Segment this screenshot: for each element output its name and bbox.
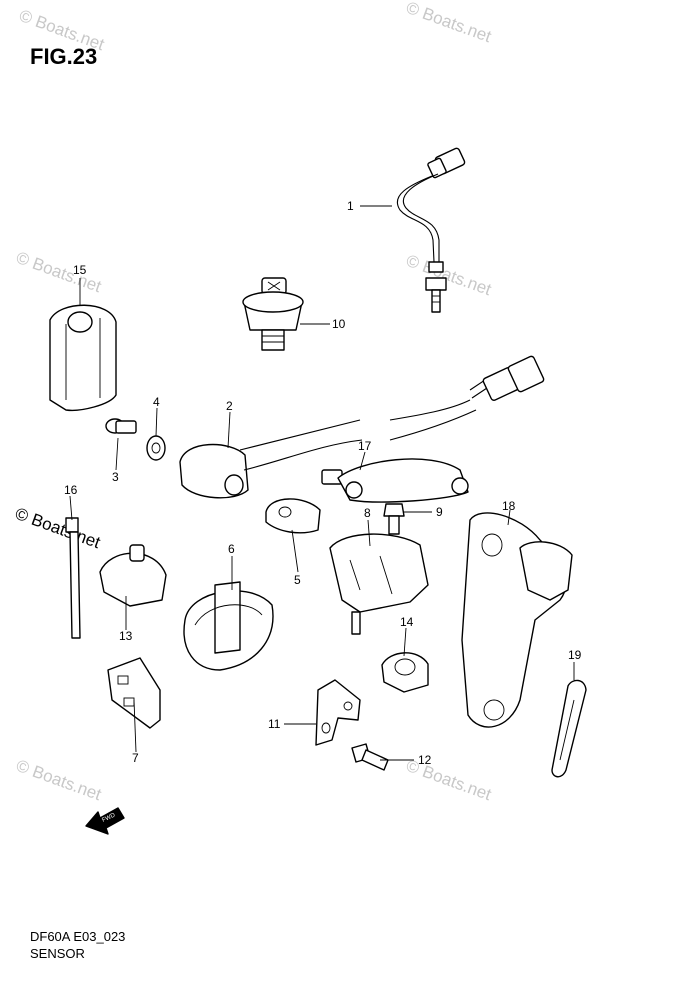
section-name: SENSOR — [30, 946, 85, 961]
watermark: © Boats.net — [13, 504, 103, 552]
part-6-band — [183, 581, 274, 671]
part-18-plate — [461, 512, 573, 728]
leader-lines — [69, 205, 575, 761]
part-10-pressure-switch — [242, 277, 304, 351]
part-2-position-sensor — [179, 355, 545, 499]
watermark: © Boats.net — [14, 756, 104, 804]
diagram-code: DF60A E03_023 — [30, 929, 126, 944]
callout-2: 2 — [226, 399, 233, 413]
part-19-strap — [551, 679, 587, 778]
part-11-bracket — [315, 679, 361, 746]
watermark: © Boats.net — [404, 251, 494, 299]
watermark: © Boats.net — [14, 248, 104, 296]
part-1-sensor-lead — [396, 147, 466, 313]
callout-3: 3 — [112, 470, 119, 484]
callout-19: 19 — [568, 648, 582, 662]
part-8-bracket — [329, 533, 429, 635]
callout-11: 11 — [268, 717, 281, 731]
watermark: © Boats.net — [17, 6, 107, 54]
callout-17: 17 — [358, 439, 372, 453]
part-9-bolt — [383, 503, 405, 535]
part-4-washer — [146, 435, 166, 461]
callout-15: 15 — [73, 263, 87, 277]
part-3-bolt — [105, 418, 137, 434]
watermark: © Boats.net — [404, 0, 494, 46]
callout-9: 9 — [436, 505, 443, 519]
callout-10: 10 — [332, 317, 346, 331]
callout-13: 13 — [119, 629, 133, 643]
callout-5: 5 — [294, 573, 301, 587]
part-5-clamp — [265, 498, 321, 534]
part-15-cover — [49, 304, 117, 412]
part-14-clip — [381, 652, 429, 693]
callout-16: 16 — [64, 483, 78, 497]
callout-6: 6 — [228, 542, 235, 556]
fwd-label: FWD — [101, 812, 117, 823]
part-12-bolt — [351, 743, 389, 771]
callout-18: 18 — [502, 499, 516, 513]
figure-title: FIG.23 — [30, 44, 98, 69]
part-17-sensor-arm — [321, 458, 469, 503]
callout-4: 4 — [153, 395, 160, 409]
fwd-arrow: FWD — [85, 807, 125, 835]
part-7-plate — [107, 657, 161, 729]
callouts: 1 2 3 4 5 6 7 8 9 10 11 12 13 14 15 16 1… — [64, 199, 582, 767]
callout-14: 14 — [400, 615, 414, 629]
part-13-clip — [99, 544, 167, 607]
callout-8: 8 — [364, 506, 371, 520]
callout-1: 1 — [347, 199, 354, 213]
callout-12: 12 — [418, 753, 432, 767]
callout-7: 7 — [132, 751, 139, 765]
